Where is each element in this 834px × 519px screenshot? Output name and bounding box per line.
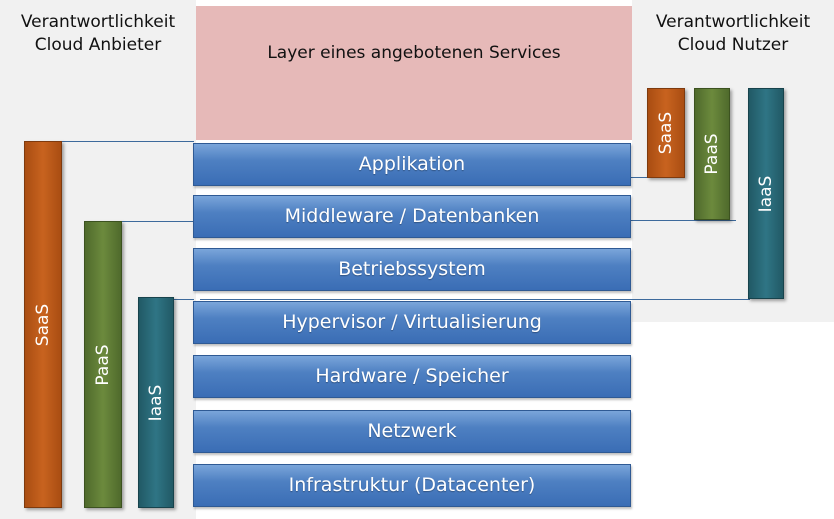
provider-iaas-label: IaaS: [146, 384, 166, 421]
provider-iaas-bar: IaaS: [138, 297, 174, 508]
consumer-saas-label: SaaS: [656, 111, 676, 155]
consumer-heading-line1: Verantwortlichkeit: [655, 12, 811, 32]
consumer-heading: Verantwortlichkeit Cloud Nutzer: [632, 11, 834, 57]
provider-heading-line2: Cloud Anbieter: [34, 35, 162, 55]
layer-betriebssystem: Betriebssystem: [193, 248, 631, 291]
connector-consumer-saas: [631, 177, 647, 178]
consumer-saas-bar: SaaS: [647, 88, 685, 178]
consumer-paas-bar: PaaS: [694, 88, 730, 220]
connector-provider-iaas: [173, 299, 194, 300]
connector-provider-saas: [60, 141, 194, 142]
consumer-iaas-label: IaaS: [756, 175, 776, 212]
connector-provider-paas: [120, 221, 194, 222]
layer-hardware: Hardware / Speicher: [193, 355, 631, 398]
provider-heading-line1: Verantwortlichkeit: [20, 12, 176, 32]
consumer-heading-line2: Cloud Nutzer: [677, 35, 789, 55]
consumer-paas-label: PaaS: [702, 133, 722, 175]
service-layer-title: Layer eines angebotenen Services: [267, 43, 561, 63]
service-layer-box: Layer eines angebotenen Services: [196, 6, 632, 140]
layer-middleware: Middleware / Datenbanken: [193, 195, 631, 238]
layer-infrastruktur: Infrastruktur (Datacenter): [193, 464, 631, 507]
connector-consumer-paas: [631, 220, 736, 221]
consumer-iaas-bar: IaaS: [748, 88, 784, 299]
layer-hypervisor: Hypervisor / Virtualisierung: [193, 301, 631, 344]
layer-netzwerk: Netzwerk: [193, 410, 631, 453]
provider-saas-label: SaaS: [33, 303, 53, 346]
provider-heading: Verantwortlichkeit Cloud Anbieter: [0, 11, 196, 57]
provider-saas-bar: SaaS: [24, 141, 62, 508]
layer-applikation: Applikation: [193, 143, 631, 186]
provider-paas-bar: PaaS: [84, 221, 122, 508]
provider-paas-label: PaaS: [93, 343, 113, 386]
connector-consumer-iaas: [200, 299, 750, 300]
